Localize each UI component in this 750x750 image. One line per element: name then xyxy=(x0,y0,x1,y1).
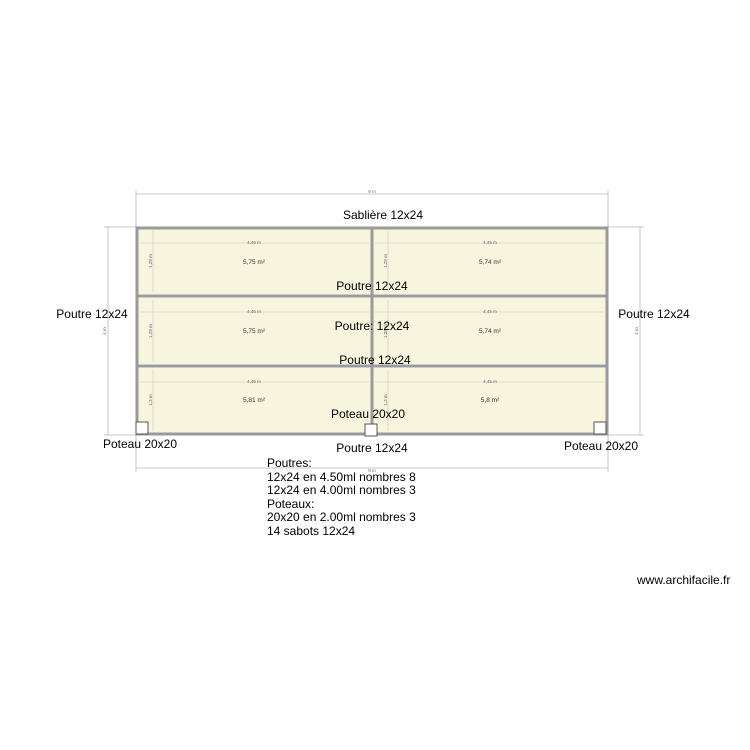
rooms xyxy=(138,229,606,433)
room-5-width: 4,46 m xyxy=(247,379,261,384)
label-poutre-left: Poutre 12x24 xyxy=(56,307,128,321)
room-6 xyxy=(373,368,606,433)
label-poutre-row2a: Poutre: 12x24 xyxy=(335,319,410,333)
label-poteau-left: Poteau 20x20 xyxy=(103,437,177,451)
label-poteau-row3: Poteau 20x20 xyxy=(331,407,405,421)
post-center xyxy=(364,423,378,437)
dimension-lines xyxy=(104,190,644,472)
materials-notes: Poutres: 12x24 en 4.50ml nombres 8 12x24… xyxy=(267,456,416,539)
room-2-width: 4,45 m xyxy=(483,240,497,245)
room-3 xyxy=(138,298,371,364)
notes-line: Poteaux: xyxy=(267,496,315,511)
post-right xyxy=(593,421,607,435)
watermark: www.archifacile.fr xyxy=(637,573,731,587)
dim-top-total: 9 m xyxy=(368,189,376,194)
notes-line: 12x24 en 4.50ml nombres 8 xyxy=(267,469,416,484)
room-1 xyxy=(138,229,371,294)
room-6-width: 4,45 m xyxy=(483,379,497,384)
room-6-area: 5,8 m² xyxy=(481,397,500,404)
room-4 xyxy=(373,298,606,364)
dim-bottom-total: 9 m xyxy=(368,468,376,473)
room-dimension-lines xyxy=(140,231,604,431)
room-3-height: 1,28 m xyxy=(148,324,153,338)
notes-line: 14 sabots 12x24 xyxy=(267,523,356,538)
post-left xyxy=(135,421,149,435)
room-2-area: 5,74 m² xyxy=(479,259,502,266)
room-2-height: 1,28 m xyxy=(383,254,388,268)
label-sabliere: Sablière 12x24 xyxy=(343,208,423,222)
room-1-width: 4,46 m xyxy=(247,240,261,245)
dim-right-total: 4 m xyxy=(634,327,639,335)
label-poutre-row2b: Poutre 12x24 xyxy=(339,353,411,367)
dim-left-total: 4 m xyxy=(102,327,107,335)
label-poteau-right: Poteau 20x20 xyxy=(564,439,638,453)
room-1-height: 1,28 m xyxy=(148,254,153,268)
notes-line: 12x24 en 4.00ml nombres 3 xyxy=(267,483,416,498)
label-poutre-bottom: Poutre 12x24 xyxy=(336,441,408,455)
room-2 xyxy=(373,229,606,294)
room-1-area: 5,75 m² xyxy=(243,259,266,266)
notes-line: Poutres: xyxy=(267,456,312,470)
notes-line: 20x20 en 2.00ml nombres 3 xyxy=(267,510,416,525)
room-3-area: 5,75 m² xyxy=(243,328,266,335)
room-6-height: 1,3 m xyxy=(383,394,388,406)
room-3-width: 4,46 m xyxy=(247,309,261,314)
room-5-area: 5,81 m² xyxy=(243,397,266,404)
label-poutre-row1: Poutre 12x24 xyxy=(336,279,408,293)
label-poutre-right: Poutre 12x24 xyxy=(618,307,690,321)
room-4-area: 5,74 m² xyxy=(479,328,502,335)
room-4-height: 1,28 m xyxy=(383,324,388,338)
room-5-height: 1,3 m xyxy=(148,394,153,406)
room-5 xyxy=(138,368,371,433)
room-4-width: 4,45 m xyxy=(483,309,497,314)
